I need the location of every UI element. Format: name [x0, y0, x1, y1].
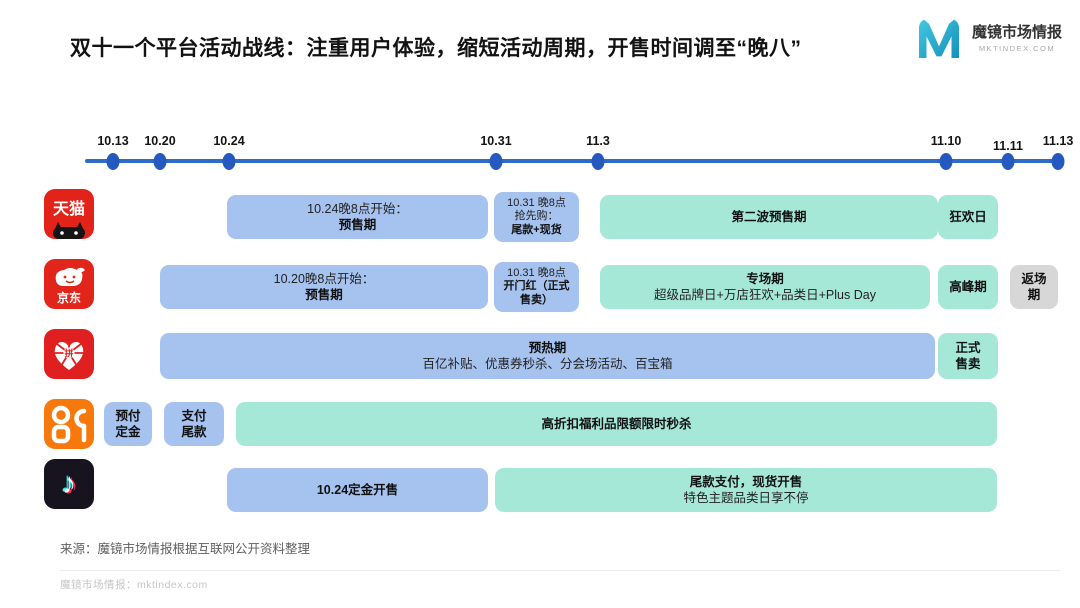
tmall-logo-icon: 天猫 — [44, 189, 94, 239]
bar-text-line: 10.31 晚8点 — [507, 196, 566, 209]
pdd-label: 拼 — [64, 348, 73, 359]
timeline-date-label: 11.3 — [586, 134, 610, 148]
timeline-date-label: 11.10 — [930, 134, 962, 148]
pinduoduo-logo-icon: 拼 — [44, 329, 94, 379]
bar-text-line: 预热期 — [528, 341, 567, 355]
bar-text-line: 10.24定金开售 — [316, 483, 399, 497]
timeline-date-label: 11.13 — [1042, 134, 1074, 148]
bar-text-line: 10.31 晚8点 — [507, 266, 566, 279]
timeline-date-label: 11.11 — [993, 139, 1023, 153]
jd-logo-icon: 京东 — [44, 259, 94, 309]
timeline-dot — [489, 153, 503, 170]
kuaishou-bar: 支付尾款 — [164, 402, 224, 446]
jd-bar: 返场期 — [1010, 265, 1058, 309]
bar-text-line: 百亿补贴、优惠券秒杀、分会场活动、百宝箱 — [422, 357, 673, 371]
pdd-bar: 正式售卖 — [938, 333, 998, 379]
jd-label: 京东 — [57, 290, 81, 305]
tmall-bar: 第二波预售期 — [600, 195, 938, 239]
bar-text-line: 第二波预售期 — [731, 210, 807, 224]
bar-text-line: 尾款 — [181, 425, 207, 439]
pdd-bar: 预热期百亿补贴、优惠券秒杀、分会场活动、百宝箱 — [160, 333, 935, 379]
bar-text-line: 10.20晚8点开始： — [273, 272, 375, 286]
timeline-date-label: 10.31 — [480, 134, 512, 148]
footer-text: 魔镜市场情报：mktindex.com — [60, 579, 208, 591]
douyin-bar: 10.24定金开售 — [227, 468, 488, 512]
music-note-icon: ♪ — [61, 467, 77, 500]
timeline-dot — [106, 153, 120, 170]
brand-name: 魔镜市场情报 — [971, 23, 1062, 41]
timeline-dot — [222, 153, 236, 170]
bar-text-line: 高折扣福利品限额限时秒杀 — [541, 417, 692, 431]
bar-text-line: 特色主题品类日享不停 — [683, 491, 809, 505]
bar-text-line: 10.24晚8点开始： — [307, 202, 408, 216]
brand-site: MKTINDEX.COM — [978, 43, 1056, 53]
bar-text-line: 尾款支付，现货开售 — [689, 475, 803, 489]
bar-text-line: 专场期 — [746, 272, 784, 286]
bar-text-line: 返场 — [1021, 272, 1047, 286]
timeline-date-label: 10.13 — [97, 134, 129, 148]
bar-text-line: 支付 — [181, 409, 207, 423]
jd-bar: 专场期超级品牌日+万店狂欢+品类日+Plus Day — [600, 265, 930, 309]
timeline-dot — [591, 153, 605, 170]
kuaishou-bar: 高折扣福利品限额限时秒杀 — [236, 402, 997, 446]
timeline-axis — [85, 159, 1064, 163]
bar-text-line: 抢先购： — [514, 210, 559, 223]
bar-text-line: 高峰期 — [949, 280, 987, 294]
timeline-dot — [1051, 153, 1065, 170]
douyin-bar: 尾款支付，现货开售特色主题品类日享不停 — [495, 468, 997, 512]
bar-text-line: 预售期 — [338, 218, 377, 232]
page-title: 双十一个平台活动战线：注重用户体验，缩短活动周期，开售时间调至“晚八” — [70, 37, 802, 60]
bar-text-line: 正式 — [955, 341, 981, 355]
bar-text-line: 尾款+现货 — [511, 223, 562, 236]
brand-m-icon — [918, 19, 959, 59]
jd-bar: 高峰期 — [938, 265, 998, 309]
douyin-logo-icon: ♪ — [44, 459, 94, 509]
brand-text: 魔镜市场情报 MKTINDEX.COM — [972, 24, 1062, 53]
bar-text-line: 期 — [1027, 288, 1041, 302]
bar-text-line: 定金 — [115, 425, 141, 439]
jd-bar: 10.31 晚8点开门红（正式售卖） — [494, 262, 579, 312]
bar-text-line: 超级品牌日+万店狂欢+品类日+Plus Day — [654, 288, 876, 302]
tmall-bar: 10.31 晚8点抢先购：尾款+现货 — [494, 192, 579, 242]
tmall-label: 天猫 — [53, 199, 85, 218]
jd-bar: 10.20晚8点开始： 预售期 — [160, 265, 488, 309]
bar-text-line: 预付 — [115, 409, 141, 423]
timeline-date-label: 10.24 — [213, 134, 245, 148]
kuaishou-logo-icon — [44, 399, 94, 449]
bar-text-line: 开门红（正式 — [503, 280, 570, 293]
timeline-dot — [1001, 153, 1015, 170]
bar-text-line: 预售期 — [305, 288, 343, 302]
tmall-bar: 10.24晚8点开始： 预售期 — [227, 195, 488, 239]
brand-logo: 魔镜市场情报 MKTINDEX.COM — [914, 16, 1062, 60]
bar-text-line: 售卖 — [955, 357, 981, 371]
bar-text-line: 售卖） — [520, 293, 553, 306]
timeline-dot — [153, 153, 167, 170]
footer-divider — [60, 570, 1060, 571]
timeline-date-label: 10.20 — [144, 134, 176, 148]
bar-text-line: 狂欢日 — [949, 210, 987, 224]
tmall-bar: 狂欢日 — [938, 195, 998, 239]
timeline-dot — [939, 153, 953, 170]
source-note: 来源：魔镜市场情报根据互联网公开资料整理 — [60, 542, 311, 556]
kuaishou-bar: 预付定金 — [104, 402, 152, 446]
